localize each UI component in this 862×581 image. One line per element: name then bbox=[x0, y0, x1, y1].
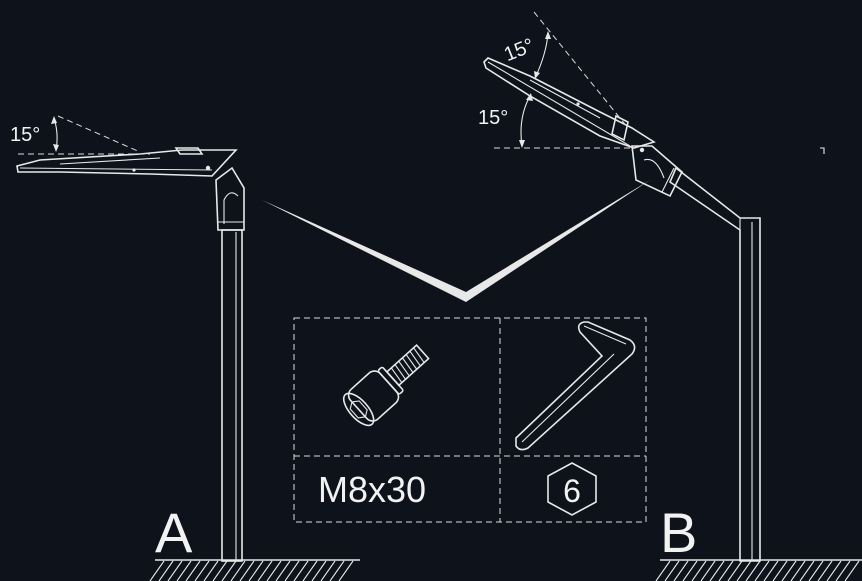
ground-hatch-line bbox=[790, 560, 806, 581]
label-b: B bbox=[660, 501, 697, 564]
ground-hatch-line bbox=[844, 560, 860, 581]
ground-hatch-line bbox=[275, 560, 291, 581]
ground-hatch-line bbox=[727, 560, 743, 581]
ground-hatch-line bbox=[320, 560, 336, 581]
right-installation: 15° 15° B bbox=[478, 11, 862, 581]
ground-hatch-line bbox=[293, 560, 309, 581]
ground-hatch-line bbox=[682, 560, 698, 581]
left-pole bbox=[221, 229, 243, 562]
right-tilt-annotation: 15° 15° bbox=[478, 11, 636, 149]
ground-hatch-line bbox=[691, 560, 707, 581]
ground-hatch-line bbox=[311, 560, 327, 581]
hexagon-icon bbox=[547, 462, 597, 516]
v-connector bbox=[262, 180, 650, 302]
ground-hatch-line bbox=[158, 560, 174, 581]
ground-hatch-line bbox=[763, 560, 779, 581]
ground-hatch-line bbox=[185, 560, 201, 581]
right-luminaire bbox=[483, 57, 656, 153]
ground-hatch-line bbox=[176, 560, 192, 581]
ground-hatch-line bbox=[718, 560, 734, 581]
socket-head-bolt-icon bbox=[342, 344, 430, 427]
corner-mark bbox=[820, 147, 825, 154]
ground-hatch-line bbox=[221, 560, 237, 581]
ground-hatch-line bbox=[745, 560, 761, 581]
ground-hatch-line bbox=[284, 560, 300, 581]
ground-hatch-line bbox=[257, 560, 273, 581]
ground-hatch-line bbox=[664, 560, 680, 581]
label-a: A bbox=[155, 501, 193, 564]
left-tilt-annotation: 15° bbox=[10, 115, 150, 155]
right-ground bbox=[655, 559, 862, 581]
ground-hatch-line bbox=[167, 560, 183, 581]
left-angle-label: 15° bbox=[10, 124, 40, 146]
right-angle-upper-label: 15° bbox=[501, 34, 537, 66]
ground-hatch-line bbox=[817, 560, 833, 581]
ground-hatch-line bbox=[194, 560, 210, 581]
hex-key-icon bbox=[515, 321, 636, 451]
ground-hatch-line bbox=[266, 560, 282, 581]
ground-hatch-line bbox=[736, 560, 752, 581]
hex-key-size-label: 6 bbox=[563, 473, 581, 509]
ground-hatch-line bbox=[799, 560, 815, 581]
ground-hatch-line bbox=[149, 560, 165, 581]
ground-hatch-line bbox=[203, 560, 219, 581]
ground-hatch-line bbox=[808, 560, 824, 581]
ground-hatch-line bbox=[673, 560, 689, 581]
ground-hatch-line bbox=[826, 560, 842, 581]
ground-hatch-line bbox=[338, 560, 354, 581]
hardware-box: M8x30 6 bbox=[293, 317, 647, 523]
ground-hatch-line bbox=[239, 560, 255, 581]
ground-hatch-line bbox=[781, 560, 797, 581]
ground-hatch-line bbox=[655, 560, 671, 581]
ground-hatch-line bbox=[700, 560, 716, 581]
ground-hatch-line bbox=[709, 560, 725, 581]
right-angle-lower-label: 15° bbox=[478, 107, 508, 129]
left-luminaire bbox=[16, 147, 238, 177]
ground-hatch-line bbox=[329, 560, 345, 581]
ground-hatch-line bbox=[230, 560, 246, 581]
left-ground bbox=[149, 559, 360, 581]
left-installation: 15° A bbox=[10, 115, 360, 581]
ground-hatch-line bbox=[212, 560, 228, 581]
ground-hatch-line bbox=[302, 560, 318, 581]
right-pole bbox=[669, 166, 761, 562]
ground-hatch-line bbox=[754, 560, 770, 581]
ground-hatch-line bbox=[772, 560, 788, 581]
ground-hatch-line bbox=[835, 560, 851, 581]
right-mount-bracket bbox=[631, 145, 683, 198]
ground-hatch-line bbox=[248, 560, 264, 581]
bolt-size-label: M8x30 bbox=[318, 469, 426, 510]
left-mount-bracket bbox=[215, 166, 245, 231]
